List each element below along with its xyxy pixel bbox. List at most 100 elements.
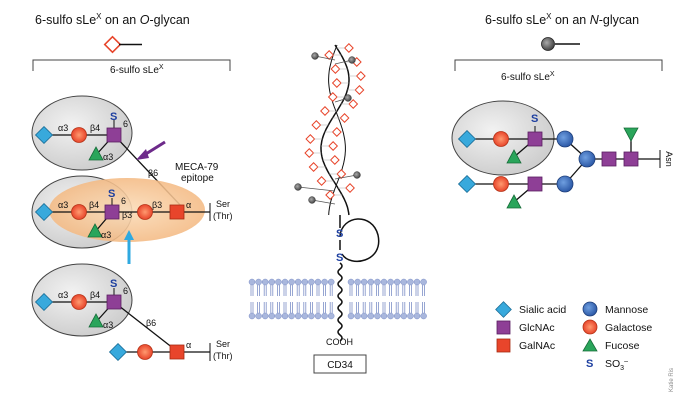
lipid-icon	[314, 278, 322, 320]
svg-text:α3: α3	[58, 200, 68, 210]
legend-galactose-icon	[582, 319, 598, 335]
svg-text:(Thr): (Thr)	[213, 351, 233, 361]
o-glycan-diamond-icon	[325, 190, 336, 200]
fucose-icon	[88, 146, 104, 161]
right-title: 6-sulfo sLeX on an N-glycan	[485, 12, 639, 27]
o-glycan-structure-2: S α3 β4 6 β3 β3 α α3 Ser (Thr) MECA-79 e…	[31, 140, 233, 264]
sialic-acid-icon	[457, 129, 477, 149]
o-glycan-diamond-icon	[330, 64, 341, 74]
o-glycan-diamond-icon	[336, 169, 347, 179]
svg-text:β6: β6	[148, 168, 158, 178]
svg-text:α: α	[186, 340, 191, 350]
sulfate-label: S	[110, 278, 117, 290]
cooh-terminal: COOH	[326, 337, 353, 347]
svg-text:Ser: Ser	[216, 339, 230, 349]
legend-glcnac-icon	[496, 320, 511, 335]
meca79-epitope-region	[49, 178, 205, 242]
lipid-icon	[374, 278, 381, 320]
lipid-icon	[327, 278, 335, 320]
legend-fucose: Fucose	[605, 340, 640, 352]
sulfate-label: S	[108, 188, 115, 200]
svg-text:β4: β4	[89, 200, 99, 210]
lipid-icon	[393, 278, 401, 320]
o-glycan-diamond-icon	[345, 183, 355, 193]
o-glycan-diamond-icon	[343, 43, 354, 53]
lipid-icon	[281, 278, 289, 320]
purple-arrow-icon	[136, 140, 166, 160]
svg-text:β3: β3	[152, 200, 162, 210]
lipid-icon	[420, 278, 427, 320]
legend-sulfate-icon: S	[586, 358, 593, 370]
lipid-icon	[413, 278, 421, 320]
svg-text:β4: β4	[90, 123, 100, 133]
disulfide-loop	[339, 218, 380, 263]
svg-text:α3: α3	[101, 230, 111, 240]
lipid-icon	[248, 278, 256, 320]
legend-sulfate: SO3–	[605, 358, 628, 372]
svg-text:α3: α3	[58, 290, 68, 300]
o-glycan-structure-3: S α3 β4 6 α3 β6 α Ser (Thr)	[31, 263, 233, 362]
anchor-thr: (Thr)	[213, 211, 233, 221]
legend-galactose: Galactose	[605, 322, 652, 334]
n-glycan-ball-icon	[294, 183, 302, 191]
left-title: 6-sulfo sLeX on an O-glycan	[35, 12, 190, 27]
legend-glcnac: GlcNAc	[519, 322, 555, 334]
disulfide-s-top: S	[336, 228, 343, 240]
left-sublabel: 6-sulfo sLeX	[110, 64, 164, 76]
mannose-icon	[556, 175, 574, 193]
sialic-acid-icon	[108, 342, 128, 362]
galactose-icon	[71, 294, 87, 310]
lipid-icon	[261, 278, 269, 320]
n-glycan-ball-icon	[308, 196, 316, 204]
disulfide-s-bottom: S	[336, 252, 343, 264]
lipid-icon	[294, 278, 302, 320]
n-glycan-ball-icon	[353, 171, 361, 179]
svg-text:β6: β6	[146, 318, 156, 328]
o-glycan-diamond-icon	[320, 106, 330, 116]
lipid-icon	[360, 278, 368, 320]
epitope-label: MECA-79	[175, 162, 219, 173]
right-sublabel: 6-sulfo sLeX	[501, 71, 555, 83]
protein-label-box	[313, 354, 367, 374]
lipid-icon	[354, 278, 361, 320]
svg-text:α3: α3	[103, 152, 113, 162]
o-glycan-diamond-icon	[305, 134, 316, 144]
image-credit: Katie Ris	[669, 368, 675, 392]
o-glycan-diamond-icon	[308, 162, 319, 172]
svg-text:6: 6	[123, 119, 128, 129]
galactose-icon	[137, 344, 153, 360]
sulfate-label: S	[531, 113, 538, 125]
mannose-icon	[556, 130, 574, 148]
galactose-icon	[137, 204, 153, 220]
o-glycan-diamond-icon	[339, 113, 350, 123]
svg-text:α3: α3	[58, 123, 68, 133]
o-glycan-diamond-icon	[329, 155, 340, 165]
lipid-icon	[367, 278, 375, 320]
legend-mannose: Mannose	[605, 304, 648, 316]
lipid-icon	[288, 278, 295, 320]
o-glycan-diamond-icon	[316, 176, 327, 186]
svg-text:α: α	[186, 200, 191, 210]
sulfate-label: S	[110, 111, 117, 123]
o-glycan-diamond-icon	[355, 71, 366, 81]
n-glycan-ball-icon	[348, 56, 356, 64]
lipid-icon	[387, 278, 394, 320]
lipid-icon	[268, 278, 276, 320]
n-glycan-ball-icon	[311, 52, 319, 60]
lipid-icon	[275, 278, 282, 320]
svg-text:β4: β4	[90, 290, 100, 300]
protein-label: CD34	[327, 360, 353, 371]
o-glycan-diamond-icon	[304, 148, 315, 158]
o-glycan-diamond-icon	[331, 127, 342, 137]
anchor-ser: Ser	[216, 199, 230, 209]
epitope-label-2: epitope	[181, 173, 214, 184]
helix-strand	[320, 44, 350, 216]
mannose-icon	[578, 150, 596, 168]
o-glycan-diamond-icon	[348, 99, 359, 109]
fucose-icon	[506, 149, 522, 164]
o-glycan-diamond-icon	[327, 92, 338, 102]
o-glycan-diamond-icon	[328, 141, 339, 151]
svg-text:6: 6	[123, 286, 128, 296]
glcnac-icon	[527, 176, 543, 192]
galactose-icon	[71, 127, 87, 143]
